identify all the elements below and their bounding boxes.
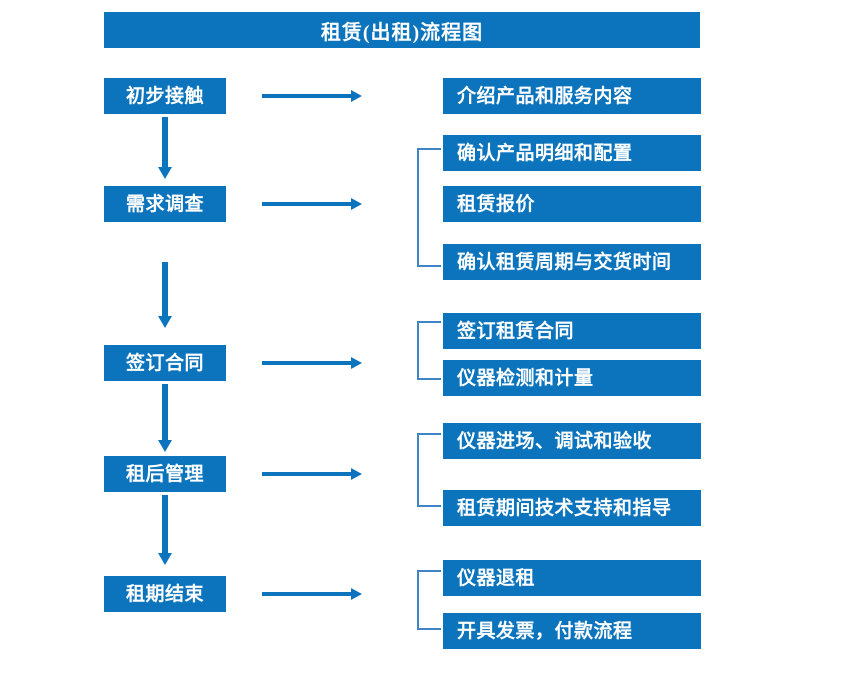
flow-arrow-right-2 (262, 198, 362, 210)
arrow-shaft (162, 262, 168, 316)
group-bracket-sign-contract (417, 321, 441, 380)
flow-arrow-down-4 (158, 495, 172, 565)
detail-box-instrument-inspection[interactable]: 仪器检测和计量 (443, 360, 701, 396)
flow-arrow-down-3 (158, 384, 172, 452)
stage-box-needs-survey[interactable]: 需求调查 (104, 186, 226, 222)
group-bracket-rental-end (417, 570, 441, 630)
detail-box-confirm-product-details[interactable]: 确认产品明细和配置 (443, 135, 701, 171)
arrow-head (158, 553, 172, 565)
arrow-shaft (262, 592, 351, 596)
arrow-head (351, 588, 362, 600)
flow-arrow-right-5 (262, 588, 362, 600)
stage-box-post-rental-management[interactable]: 租后管理 (104, 456, 226, 492)
detail-box-instrument-return[interactable]: 仪器退租 (443, 560, 701, 596)
arrow-head (351, 90, 362, 102)
detail-box-invoice-payment[interactable]: 开具发票，付款流程 (443, 613, 701, 649)
arrow-head (351, 468, 362, 480)
arrow-head (158, 440, 172, 452)
detail-box-confirm-rental-period[interactable]: 确认租赁周期与交货时间 (443, 244, 701, 280)
arrow-shaft (262, 472, 351, 476)
stage-box-rental-end[interactable]: 租期结束 (104, 576, 226, 612)
detail-box-introduce-products[interactable]: 介绍产品和服务内容 (443, 78, 701, 114)
detail-box-sign-rental-contract[interactable]: 签订租赁合同 (443, 313, 701, 349)
flow-arrow-down-2 (158, 262, 172, 328)
flow-arrow-right-1 (262, 90, 362, 102)
flow-arrow-right-4 (262, 468, 362, 480)
group-bracket-needs-survey (417, 148, 441, 267)
flow-arrow-down-1 (158, 117, 172, 179)
arrow-shaft (162, 384, 168, 440)
arrow-head (351, 198, 362, 210)
arrow-head (158, 167, 172, 179)
arrow-head (351, 357, 362, 369)
diagram-title: 租赁(出租)流程图 (104, 12, 700, 48)
arrow-shaft (162, 117, 168, 167)
arrow-head (158, 316, 172, 328)
detail-box-instrument-installation[interactable]: 仪器进场、调试和验收 (443, 423, 701, 459)
arrow-shaft (262, 94, 351, 98)
stage-box-sign-contract[interactable]: 签订合同 (104, 345, 226, 381)
arrow-shaft (262, 361, 351, 365)
stage-box-initial-contact[interactable]: 初步接触 (104, 78, 226, 114)
detail-box-rental-quotation[interactable]: 租赁报价 (443, 186, 701, 222)
group-bracket-post-rental (417, 433, 441, 507)
arrow-shaft (162, 495, 168, 553)
arrow-shaft (262, 202, 351, 206)
detail-box-technical-support[interactable]: 租赁期间技术支持和指导 (443, 490, 701, 526)
flow-arrow-right-3 (262, 357, 362, 369)
